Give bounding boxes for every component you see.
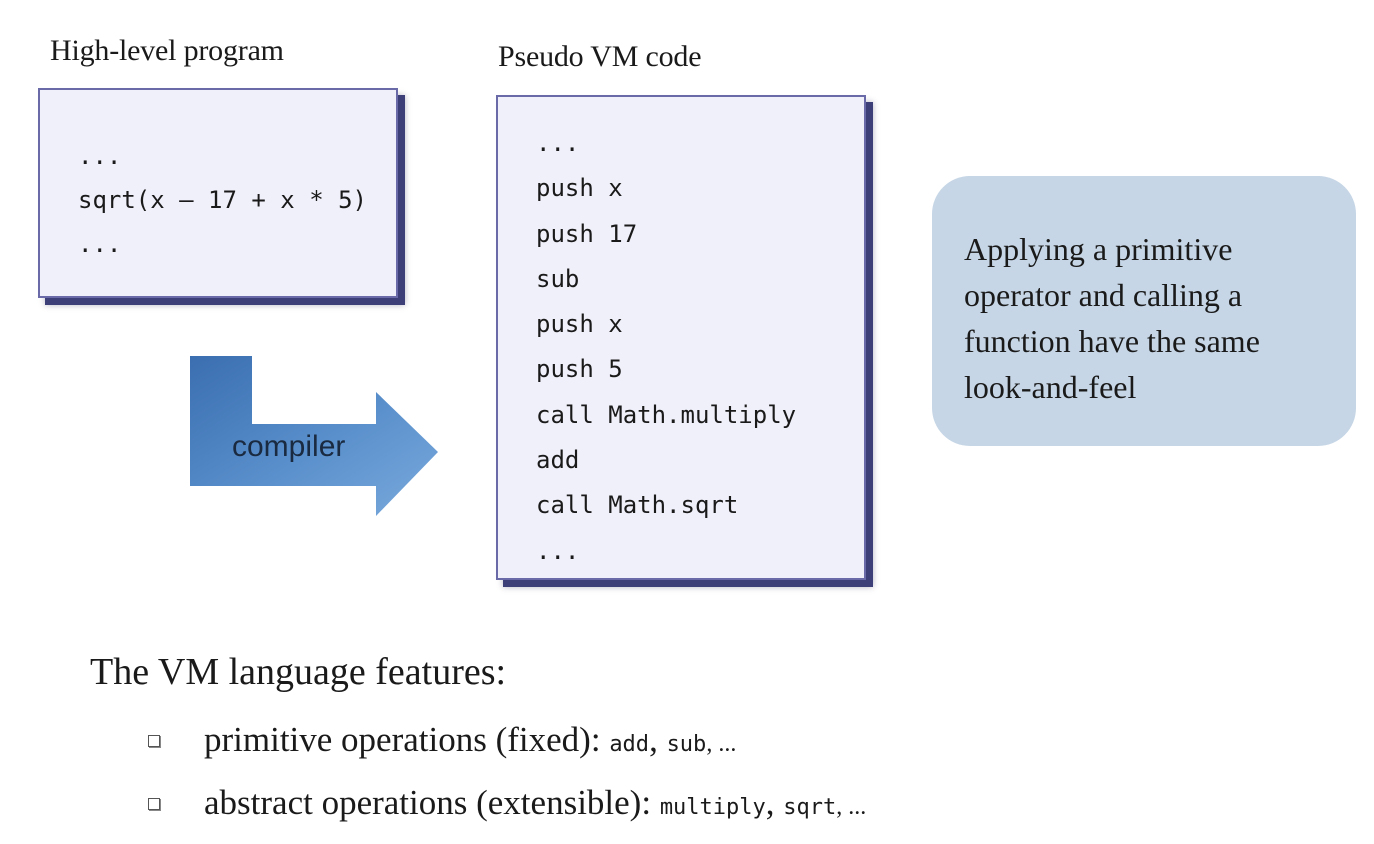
callout-line: operator and calling a bbox=[964, 277, 1243, 313]
code-line: add bbox=[536, 446, 580, 475]
vm-code-box: ... push x push 17 sub push x push 5 cal… bbox=[496, 95, 866, 580]
feature-item-abstract: abstract operations (extensible): multip… bbox=[148, 783, 866, 823]
code-line: call Math.multiply bbox=[536, 400, 797, 429]
vm-code-title: Pseudo VM code bbox=[498, 40, 702, 73]
code-line: ... bbox=[536, 536, 580, 565]
feature-code: add bbox=[609, 732, 650, 757]
feature-code: sub bbox=[666, 732, 707, 757]
code-line: sub bbox=[536, 264, 580, 293]
feature-sep: , bbox=[649, 720, 667, 759]
callout-line: Applying a primitive bbox=[964, 231, 1233, 267]
code-line: push 5 bbox=[536, 355, 623, 384]
code-line: push x bbox=[536, 174, 623, 203]
code-line: push x bbox=[536, 310, 623, 339]
compiler-label: compiler bbox=[232, 430, 346, 463]
feature-sep: , bbox=[765, 783, 784, 822]
arrow-shape bbox=[190, 356, 438, 516]
high-level-program-title: High-level program bbox=[50, 34, 284, 67]
features-heading: The VM language features: bbox=[90, 651, 507, 693]
compiler-arrow bbox=[190, 356, 438, 516]
feature-text: abstract operations (extensible): bbox=[204, 783, 660, 822]
feature-tail: , ... bbox=[836, 794, 867, 820]
callout-note: Applying a primitive operator and callin… bbox=[932, 176, 1356, 446]
code-line: push 17 bbox=[536, 219, 638, 248]
callout-line: look-and-feel bbox=[964, 369, 1137, 405]
code-line: ... bbox=[536, 129, 580, 157]
high-level-code-box: ... sqrt(x – 17 + x * 5) ... bbox=[38, 88, 398, 298]
feature-text: primitive operations (fixed): bbox=[204, 720, 610, 759]
feature-tail: , ... bbox=[706, 731, 737, 757]
code-line: ... bbox=[78, 142, 122, 170]
callout-line: function have the same bbox=[964, 323, 1260, 359]
code-line: ... bbox=[78, 230, 122, 258]
bullet-icon bbox=[148, 734, 160, 747]
code-line: call Math.sqrt bbox=[536, 491, 739, 520]
code-line: sqrt(x – 17 + x * 5) bbox=[78, 186, 367, 214]
feature-item-primitive: primitive operations (fixed): add, sub, … bbox=[148, 720, 736, 760]
bullet-icon bbox=[148, 797, 160, 810]
feature-code: multiply bbox=[659, 795, 766, 820]
feature-code: sqrt bbox=[783, 795, 837, 820]
